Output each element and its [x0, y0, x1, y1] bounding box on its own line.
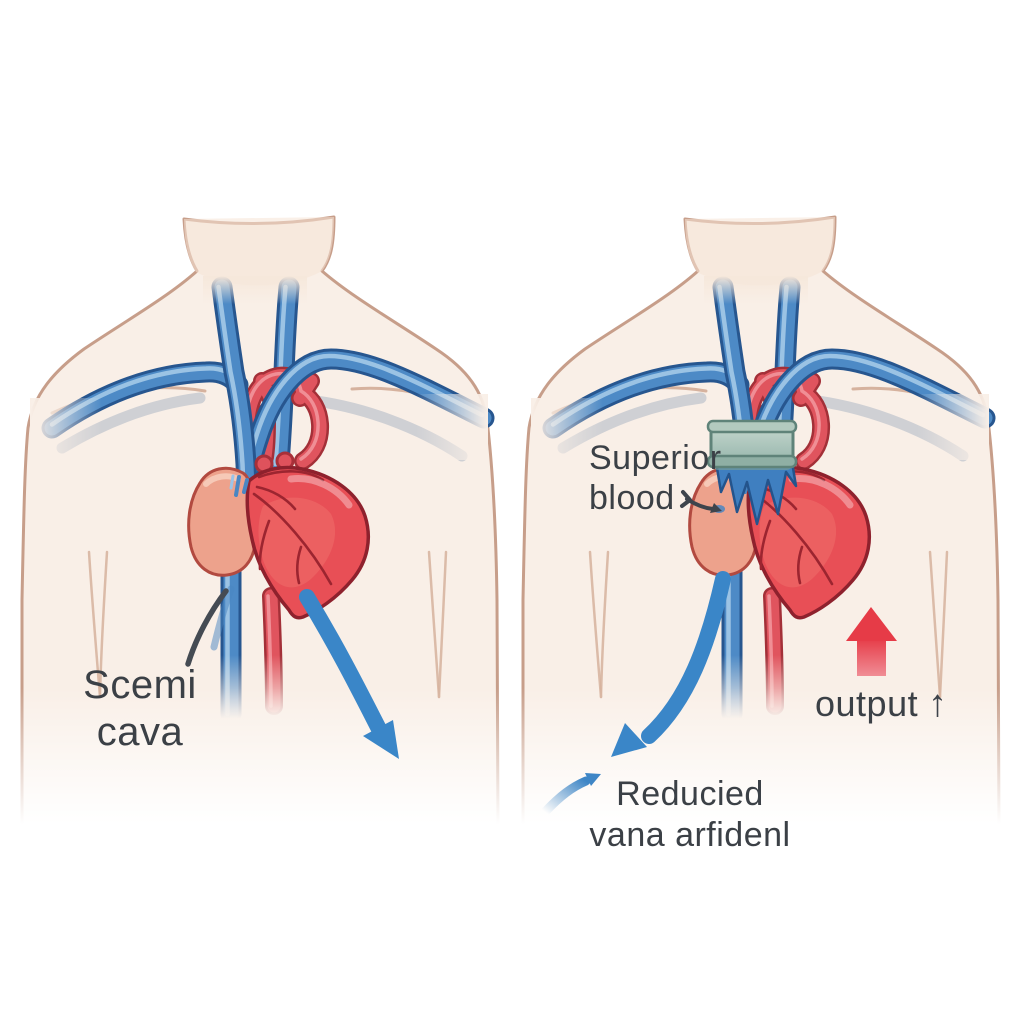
- superior-label-line2: blood: [589, 479, 675, 517]
- flow-arrow-left: [299, 589, 399, 759]
- output-label: output↑: [815, 683, 948, 725]
- left-caption-line2: cava: [96, 710, 184, 754]
- reduced-caption-line1: Reducied: [616, 775, 764, 813]
- engorged-vein-spikes: [714, 460, 798, 526]
- flow-arrow-right: [611, 571, 731, 757]
- left-caption-line1: Scemi: [83, 663, 197, 707]
- left-caption-leader: [185, 585, 235, 667]
- clamp-bottom-lip: [706, 454, 798, 469]
- reduced-caption: Reducied vana arfidenl: [553, 774, 827, 856]
- output-text: output: [815, 683, 919, 724]
- up-arrow-icon: ↑: [928, 683, 948, 725]
- superior-blood-label: Superior blood: [589, 438, 722, 518]
- superior-label-line1: Superior: [589, 439, 722, 477]
- reduced-caption-line2: vana arfidenl: [589, 816, 791, 854]
- label-pointer-arrow: [680, 490, 725, 513]
- vena-cava-clamp: [706, 419, 798, 470]
- swoosh-arrow-icon: [540, 773, 601, 817]
- left-caption: Scemi cava: [36, 662, 244, 756]
- clamp-top-lip: [706, 419, 798, 434]
- figure-clamped: [501, 217, 1013, 848]
- output-up-arrow: [846, 607, 897, 676]
